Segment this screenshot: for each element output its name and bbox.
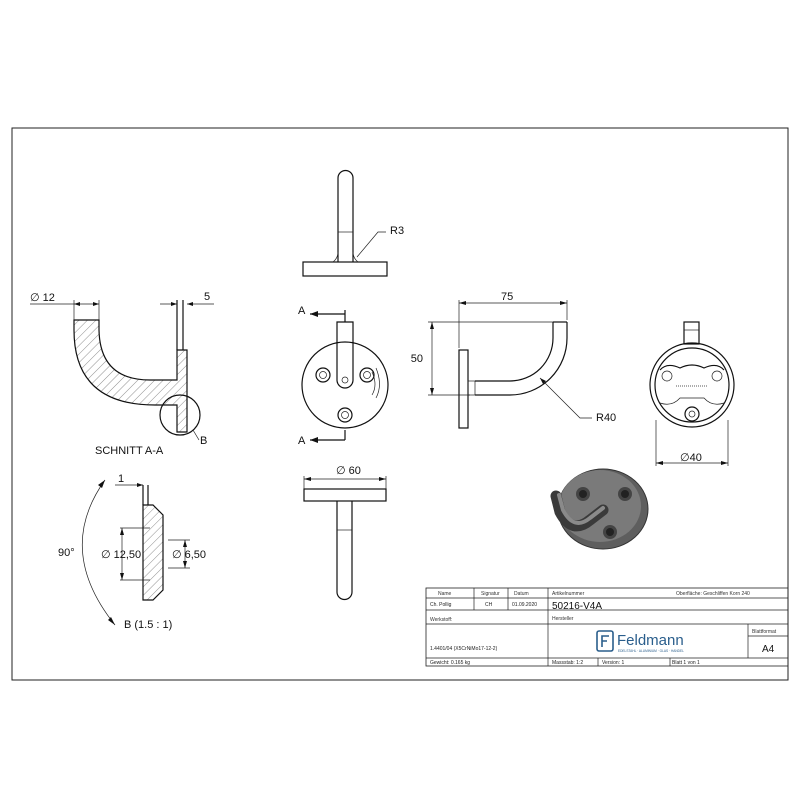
dim-75-label: 75 [501,291,513,303]
dia-6-50-label: ∅ 6,50 [172,549,206,561]
sheet-border [11,127,789,681]
tb-header-signature: Signatur [481,591,500,597]
angle-90-label: 90° [58,547,75,559]
svg-text:Feldmann: Feldmann [617,632,684,649]
isometric-render [550,468,649,550]
tb-weight: Gewicht: 0.165 kg [430,660,470,666]
detail-b-marker: B [200,435,207,447]
title-block: Name Signatur Datum Artikelnummer Oberfl… [425,587,789,667]
section-marker-bottom: A [298,435,306,447]
dia-60-label: ∅ 60 [336,465,361,477]
section-a-a-view: ∅ 12 5 B SCHNITT A-A [30,291,214,457]
tb-article-number: 50216-V4A [552,601,602,612]
tb-header-article: Artikelnummer [552,591,585,597]
tb-header-name: Name [438,591,452,597]
feldmann-logo: Feldmann EDELSTAHL · ALUMINIUM · GLAS · … [596,630,684,653]
tb-scale: Massstab: 1:2 [552,660,583,666]
section-marker-top: A [298,305,306,317]
dia-40-label: ∅40 [680,452,702,464]
detail-b-view: 1 ∅ 12,50 ∅ 6,50 90° B (1.5 : 1) [58,473,206,631]
top-side-view: R3 [302,169,404,277]
right-side-view: 75 50 R40 [411,291,616,429]
tb-date-value: 01.09.2020 [512,602,537,608]
tb-version: Version: 1 [602,660,624,666]
dim-5-label: 5 [204,291,210,303]
radius-r40-label: R40 [596,412,616,424]
tb-header-format: Blattformat [752,629,777,635]
tb-sheet: Blatt 1 von 1 [672,660,700,666]
tb-signature-value: CH [485,602,493,608]
rear-plate-view: ∅40 [649,321,735,466]
tb-header-material: Werkstoff: [430,617,452,623]
dim-50-label: 50 [411,353,423,365]
tb-material-value: 1.4401/04 (X5CrNiMo17-12-2) [430,646,498,652]
tb-surface: Oberfläche: Geschliffen Korn 240 [676,591,750,597]
dia-12-50-label: ∅ 12,50 [101,549,141,561]
tb-name-value: Ch. Pollig [430,602,452,608]
section-a-a-label: SCHNITT A-A [95,445,164,457]
front-plate-view: A A [298,305,389,447]
radius-r3-label: R3 [390,225,404,237]
tb-header-date: Datum [514,591,529,597]
dim-1-label: 1 [118,473,124,485]
dia-12-label: ∅ 12 [30,292,55,304]
tb-format-value: A4 [762,644,775,655]
tb-header-maker: Hersteller [552,616,574,622]
detail-b-label: B (1.5 : 1) [124,619,172,631]
bottom-plate-view: ∅ 60 [303,465,387,601]
svg-text:EDELSTAHL · ALUMINIUM · GLAS ·: EDELSTAHL · ALUMINIUM · GLAS · HANDEL [618,649,684,653]
